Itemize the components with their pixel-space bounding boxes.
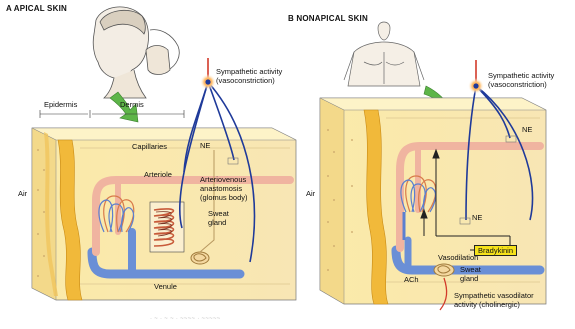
vasodilation-label: Vasodilation (438, 254, 478, 263)
ach-label: ACh (404, 276, 419, 285)
hand-illustration (146, 46, 170, 75)
ne-label-a: NE (200, 142, 210, 151)
ava-label-line3: (glomus body) (200, 194, 248, 203)
air-label-a: Air (18, 190, 27, 199)
panel-b-illustration (320, 22, 546, 310)
bradykinin-label: Bradykinin (474, 245, 517, 256)
sympathetic-label-b-line2: (vasoconstriction) (488, 81, 547, 90)
ne-label-b-top: NE (522, 126, 532, 135)
epidermis-label: Epidermis (44, 101, 77, 110)
capillaries-label: Capillaries (132, 143, 167, 152)
blurred-footer-text: · ~ · ~ ~ · ~~~~ · ~~~~~ (150, 316, 221, 322)
air-label-b: Air (306, 190, 315, 199)
layer-dimension-a (40, 110, 184, 118)
panel-b-title: B NONAPICAL SKIN (288, 14, 368, 23)
vasodilator-label-line2: activity (cholinergic) (454, 301, 520, 310)
panel-a-title: A APICAL SKIN (6, 4, 67, 13)
sweat-gland-label-b-line2: gland (460, 275, 478, 284)
sweat-gland-label-a-line2: gland (208, 219, 226, 228)
glomus-coil (150, 202, 184, 252)
torso-illustration (344, 22, 424, 86)
dermis-label: Dermis (120, 101, 144, 110)
ne-label-b-mid: NE (472, 214, 482, 223)
sympathetic-label-a-line2: (vasoconstriction) (216, 77, 275, 86)
venule-label: Venule (154, 283, 177, 292)
panel-a-illustration (32, 7, 296, 300)
sweat-gland-b (434, 264, 454, 276)
arteriole-label: Arteriole (144, 171, 172, 180)
